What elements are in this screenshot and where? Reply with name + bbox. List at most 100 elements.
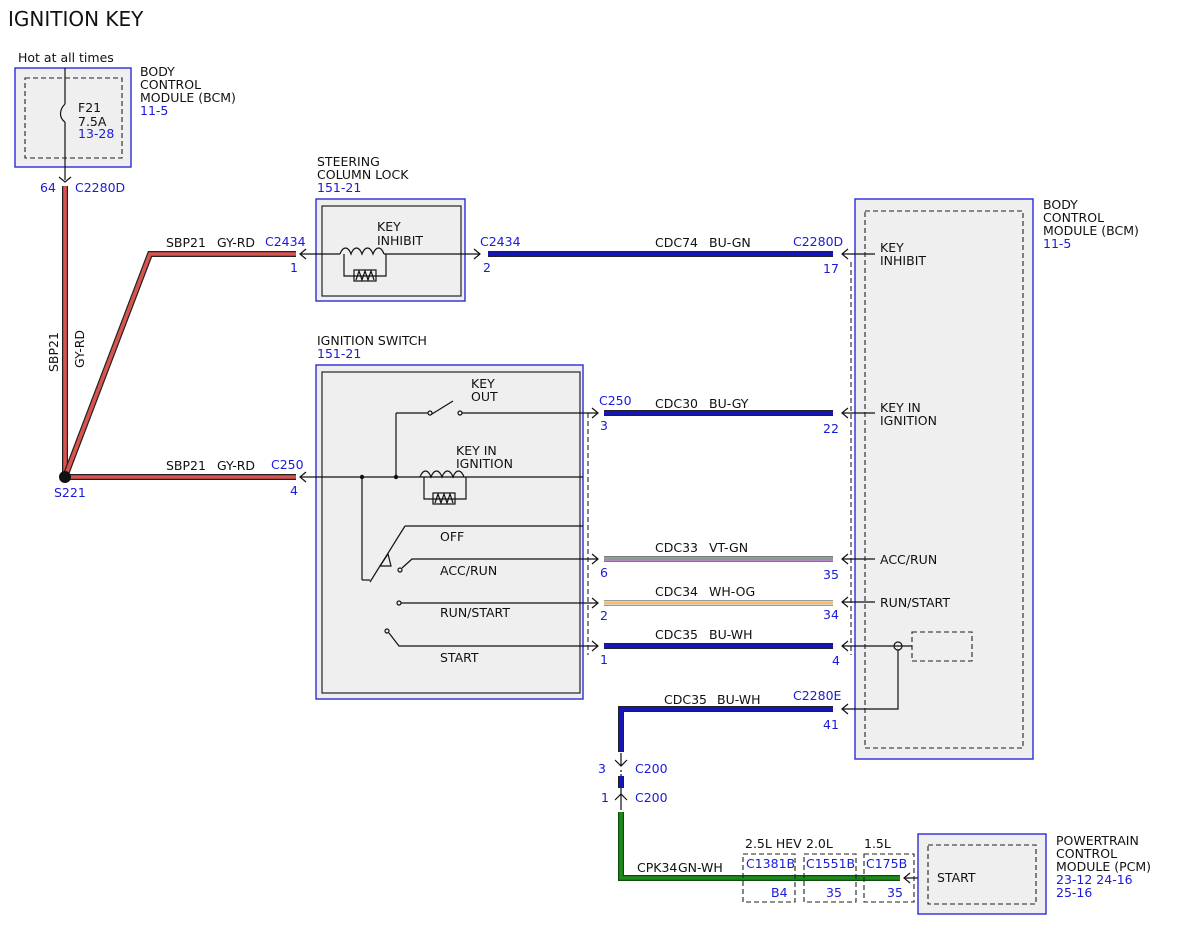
cdc74-pin: 17 xyxy=(823,261,839,276)
bcm-pin-key-in-1: KEY IN xyxy=(880,400,921,415)
fuse-rating: 7.5A xyxy=(78,114,107,129)
ign-run-start: RUN/START xyxy=(440,605,510,620)
cdc30-pin-left: 3 xyxy=(600,418,608,433)
scl-out-conn: C2434 xyxy=(480,234,521,249)
bcm-top-line3: MODULE (BCM) xyxy=(140,90,236,105)
c2280d-top-pin: 64 xyxy=(40,180,56,195)
cdc35b-pin: 41 xyxy=(823,717,839,732)
bcm-pin-key-inhibit-1: KEY xyxy=(880,240,904,255)
pcm-variant-3: 1.5L xyxy=(864,836,891,851)
cdc33-pin-right: 35 xyxy=(823,567,839,582)
scl-out-pin: 2 xyxy=(483,260,491,275)
cdc30-conn: C250 xyxy=(599,393,632,408)
pcm-connectors: 2.5L HEV C1381B B4 2.0L C1551B 35 1.5L C… xyxy=(742,836,915,903)
ign-ref: 151-21 xyxy=(317,346,361,361)
bcm-pin-key-in-2: IGNITION xyxy=(880,413,937,428)
splice-label: S221 xyxy=(54,485,86,500)
scl-line1: STEERING xyxy=(317,154,380,169)
pcm-variant-1: 2.5L HEV xyxy=(745,836,802,851)
fuse-ref: 13-28 xyxy=(78,126,114,141)
ign-off: OFF xyxy=(440,529,464,544)
cdc30-pin-right: 22 xyxy=(823,421,839,436)
bcm-pin-run-start: RUN/START xyxy=(880,595,950,610)
cdc33-color: VT-GN xyxy=(709,540,748,555)
cdc34-pin-right: 34 xyxy=(823,607,839,622)
bcm-module-right: BODY CONTROL MODULE (BCM) 11-5 KEY INHIB… xyxy=(841,197,1139,760)
splice-dot xyxy=(59,471,71,483)
bcm-fuse-module: Hot at all times F21 7.5A 13-28 BODY CON… xyxy=(14,50,236,195)
scl-key: KEY xyxy=(377,219,401,234)
cdc35-c200-wire: CDC35 BU-WH C2280E 41 3 C200 1 C200 xyxy=(598,688,842,810)
cdc35-wire: 1 CDC35 BU-WH 4 xyxy=(600,627,840,668)
cdc35-pin-right: 4 xyxy=(832,653,840,668)
c200-arrow2-icon xyxy=(614,788,628,810)
bcm-right-line3: MODULE (BCM) xyxy=(1043,223,1139,238)
cdc74-wire: CDC74 BU-GN C2280D 17 xyxy=(488,234,843,276)
c200b-conn: C200 xyxy=(635,790,668,805)
cdc30-wire: C250 3 CDC30 BU-GY 22 xyxy=(599,393,839,436)
ign-key-out-1: KEY xyxy=(471,376,495,391)
c200a-pin: 3 xyxy=(598,761,606,776)
diagram-title: IGNITION KEY xyxy=(8,7,144,31)
cdc74-circuit: CDC74 xyxy=(655,235,698,250)
wire-ign-pin: 4 xyxy=(290,483,298,498)
wire-ign-circuit: SBP21 xyxy=(166,458,206,473)
fuse-name: F21 xyxy=(78,100,101,115)
cdc74-color: BU-GN xyxy=(709,235,751,250)
cdc35-color: BU-WH xyxy=(709,627,753,642)
cpk34-wire: CPK34 GN-WH xyxy=(618,812,930,884)
bcm-top-line2: CONTROL xyxy=(140,77,201,92)
cdc33-wire: 6 CDC33 VT-GN 35 xyxy=(600,540,839,582)
ign-title: IGNITION SWITCH xyxy=(317,333,427,348)
cdc74-conn: C2280D xyxy=(793,234,843,249)
cdc30-color: BU-GY xyxy=(709,396,749,411)
pcm-conn-3: C175B xyxy=(866,856,907,871)
arrow-left-icon xyxy=(299,248,307,260)
bcm-top-line1: BODY xyxy=(140,64,175,79)
scl-line2: COLUMN LOCK xyxy=(317,167,409,182)
cdc35b-circuit: CDC35 xyxy=(664,692,707,707)
wire-scl-color: GY-RD xyxy=(217,235,255,250)
connector-arrow-icon xyxy=(58,176,72,183)
cdc35-pin-left: 1 xyxy=(600,652,608,667)
cdc33-pin-left: 6 xyxy=(600,565,608,580)
wire-scl-circuit: SBP21 xyxy=(166,235,206,250)
pcm-ref2: 25-16 xyxy=(1056,885,1092,900)
cpk34-circuit: CPK34 xyxy=(637,860,677,875)
wire-ign-conn: C250 xyxy=(271,457,304,472)
cdc35-circuit: CDC35 xyxy=(655,627,698,642)
ign-key-out-2: OUT xyxy=(471,389,498,404)
cdc34-wire: 2 CDC34 WH-OG 34 xyxy=(600,584,839,623)
pcm-conn-2: C1551B xyxy=(806,856,855,871)
wire-scl-pin: 1 xyxy=(290,260,298,275)
gy-rd-wires: SBP21 GY-RD S221 SBP21 GY-RD C2434 1 SBP… xyxy=(46,186,306,500)
bcm-top-ref: 11-5 xyxy=(140,103,168,118)
cdc30-circuit: CDC30 xyxy=(655,396,698,411)
bcm-pin-acc-run: ACC/RUN xyxy=(880,552,937,567)
pcm-line2: CONTROL xyxy=(1056,846,1117,861)
wire-ign-color: GY-RD xyxy=(217,458,255,473)
bcm-right-ref: 11-5 xyxy=(1043,236,1071,251)
pcm-variant-2: 2.0L xyxy=(806,836,833,851)
pcm-line3: MODULE (PCM) xyxy=(1056,859,1151,874)
cdc35b-conn: C2280E xyxy=(793,688,842,703)
pcm-conn-1: C1381B xyxy=(746,856,795,871)
pcm-pin-1: B4 xyxy=(771,885,788,900)
pcm-module: START POWERTRAIN CONTROL MODULE (PCM) 23… xyxy=(917,833,1151,915)
bcm-pin-key-inhibit-2: INHIBIT xyxy=(880,253,926,268)
cdc33-circuit: CDC33 xyxy=(655,540,698,555)
ign-start: START xyxy=(440,650,479,665)
ignition-switch: IGNITION SWITCH 151-21 KEY OUT KEY IN IG… xyxy=(299,333,599,700)
hot-label: Hot at all times xyxy=(18,50,114,65)
c200-arrow-icon xyxy=(614,753,628,767)
pcm-pin-2: 35 xyxy=(826,885,842,900)
bcm-right-line2: CONTROL xyxy=(1043,210,1104,225)
pcm-ref1: 23-12 24-16 xyxy=(1056,872,1133,887)
scl-inhibit: INHIBIT xyxy=(377,233,423,248)
ign-acc-run: ACC/RUN xyxy=(440,563,497,578)
scl-ref: 151-21 xyxy=(317,180,361,195)
c2280d-top-conn: C2280D xyxy=(75,180,125,195)
ign-key-in-1: KEY IN xyxy=(456,443,497,458)
c200a-conn: C200 xyxy=(635,761,668,776)
